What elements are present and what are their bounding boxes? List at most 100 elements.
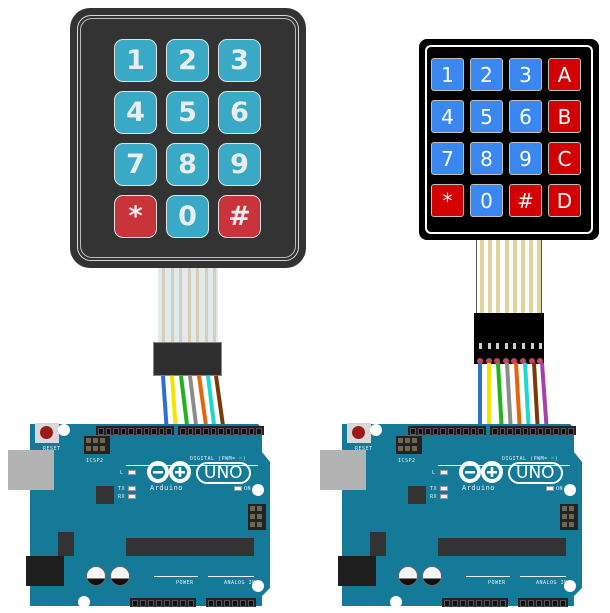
jumper-wire [478,363,482,433]
key-4[interactable]: 4 [431,100,464,133]
led-l-label: L [432,470,436,476]
mount-hole [390,596,402,608]
capacitor [398,566,418,586]
icsp-header[interactable] [560,504,578,530]
arduino-uno-right: RESET ICSP2 DIGITAL (PWM= ~) L TX RX UNO… [318,420,586,610]
ribbon-strip [496,240,501,314]
icsp-header[interactable] [248,504,266,530]
connector-pin-dot [528,358,535,364]
keypad-frame-inner [80,18,296,258]
key-7[interactable]: 7 [114,143,157,186]
digital-label: DIGITAL (PWM= ~) [190,456,247,462]
digital-header-high[interactable] [408,426,486,435]
key-6[interactable]: 6 [218,91,261,134]
uno-badge: UNO [508,462,563,484]
key-0[interactable]: 0 [470,184,503,217]
arduino-uno-left: RESET ICSP2 DIGITAL (PWM= ~) L TX RX UNO… [6,420,274,610]
led-tx [440,486,448,491]
power-header[interactable] [442,598,508,607]
ribbon-connector-4x4 [474,313,544,364]
analog-header[interactable] [518,598,568,607]
ribbon-strip [196,268,199,343]
uno-badge: UNO [196,462,251,484]
analog-header[interactable] [206,598,256,607]
led-l [128,470,136,475]
connector-pin [522,343,525,349]
key-8[interactable]: 8 [166,143,209,186]
key-D[interactable]: D [548,184,581,217]
key-1[interactable]: 1 [431,58,464,91]
key-5[interactable]: 5 [166,91,209,134]
pcb-board [342,424,582,606]
reset-label: RESET [355,446,373,452]
reset-button[interactable] [35,423,59,443]
microcontroller-chip [126,538,254,556]
connector-pin-dot [520,358,526,364]
key-5[interactable]: 5 [470,100,503,133]
key-3[interactable]: 3 [218,39,261,82]
icsp2-label: ICSP2 [398,458,416,464]
digital-header-low[interactable] [490,426,576,435]
silk-line [154,576,198,577]
key-3[interactable]: 3 [509,58,542,91]
connector-pin [479,343,482,349]
icsp2-header[interactable] [84,436,110,454]
key-9[interactable]: 9 [509,142,542,175]
key-1[interactable]: 1 [114,39,157,82]
silk-line [208,576,254,577]
key-star[interactable]: * [114,195,157,238]
mount-hole [252,580,264,592]
led-rx-label: RX [430,494,438,500]
ribbon-strip [480,240,484,314]
icsp2-label: ICSP2 [86,458,104,464]
connector-pin [504,343,508,349]
analog-label: ANALOG IN [224,580,256,586]
led-tx-label: TX [118,486,126,492]
ribbon-strip [529,240,534,314]
key-star[interactable]: * [431,184,464,217]
capacitor [110,566,130,586]
key-2[interactable]: 2 [470,58,503,91]
led-rx-label: RX [118,494,126,500]
key-4[interactable]: 4 [114,91,157,134]
led-on [234,486,242,491]
connector-pin-dot [511,358,518,364]
ribbon-strip [204,268,208,343]
arduino-infinity-logo [459,461,503,483]
voltage-regulator [58,532,74,556]
reset-label: RESET [43,446,61,452]
power-header[interactable] [130,598,196,607]
led-tx-label: TX [430,486,438,492]
connector-pin-dot [485,358,492,364]
key-9[interactable]: 9 [218,143,261,186]
voltage-regulator [370,532,386,556]
key-hash[interactable]: # [218,195,261,238]
silk-line [126,465,258,466]
key-2[interactable]: 2 [166,39,209,82]
key-A[interactable]: A [548,58,581,91]
key-7[interactable]: 7 [431,142,464,175]
icsp2-header[interactable] [396,436,422,454]
capacitor [86,566,106,586]
capacitor [422,566,442,586]
key-C[interactable]: C [548,142,581,175]
key-6[interactable]: 6 [509,100,542,133]
power-label: POWER [488,580,506,586]
ribbon-strip [504,240,509,314]
reset-button[interactable] [347,423,371,443]
key-B[interactable]: B [548,100,581,133]
mount-hole [564,484,576,496]
connector-pin [513,343,517,349]
ribbon-strip [162,268,165,343]
digital-header-low[interactable] [178,426,264,435]
usb-chip [408,486,426,504]
digital-header-high[interactable] [96,426,174,435]
key-8[interactable]: 8 [470,142,503,175]
key-hash[interactable]: # [509,184,542,217]
key-0[interactable]: 0 [166,195,209,238]
ribbon-connector-3x4 [153,342,222,376]
mount-hole [370,424,382,436]
led-tx [128,486,136,491]
led-l-label: L [120,470,124,476]
